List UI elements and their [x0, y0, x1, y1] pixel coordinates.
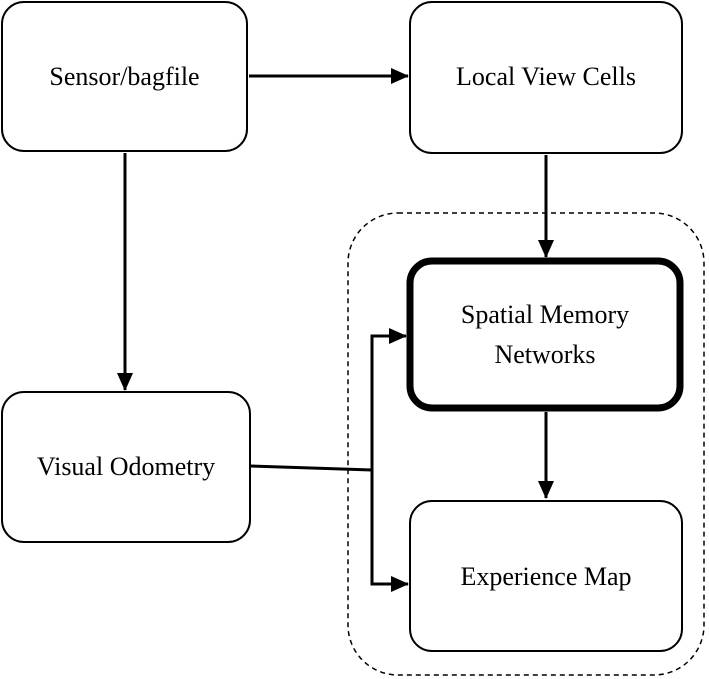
edge-visual-odometry-trunk	[249, 464, 373, 472]
experience-map-node: Experience Map	[409, 500, 683, 652]
core-module-group-boundary	[347, 212, 705, 676]
sensor-bagfile-node: Sensor/bagfile	[1, 1, 248, 152]
spatial-memory-networks-node: Spatial Memory Networks	[406, 257, 684, 412]
spatial-memory-networks-label-line1: Spatial Memory	[461, 300, 629, 329]
local-view-cells-node: Local View Cells	[409, 1, 683, 154]
visual-odometry-node: Visual Odometry	[1, 391, 251, 543]
experience-map-label: Experience Map	[460, 562, 631, 591]
sensor-bagfile-label: Sensor/bagfile	[49, 62, 199, 91]
visual-odometry-label: Visual Odometry	[37, 452, 215, 481]
spatial-memory-networks-label-line2: Networks	[494, 340, 595, 369]
local-view-cells-label: Local View Cells	[456, 62, 636, 91]
